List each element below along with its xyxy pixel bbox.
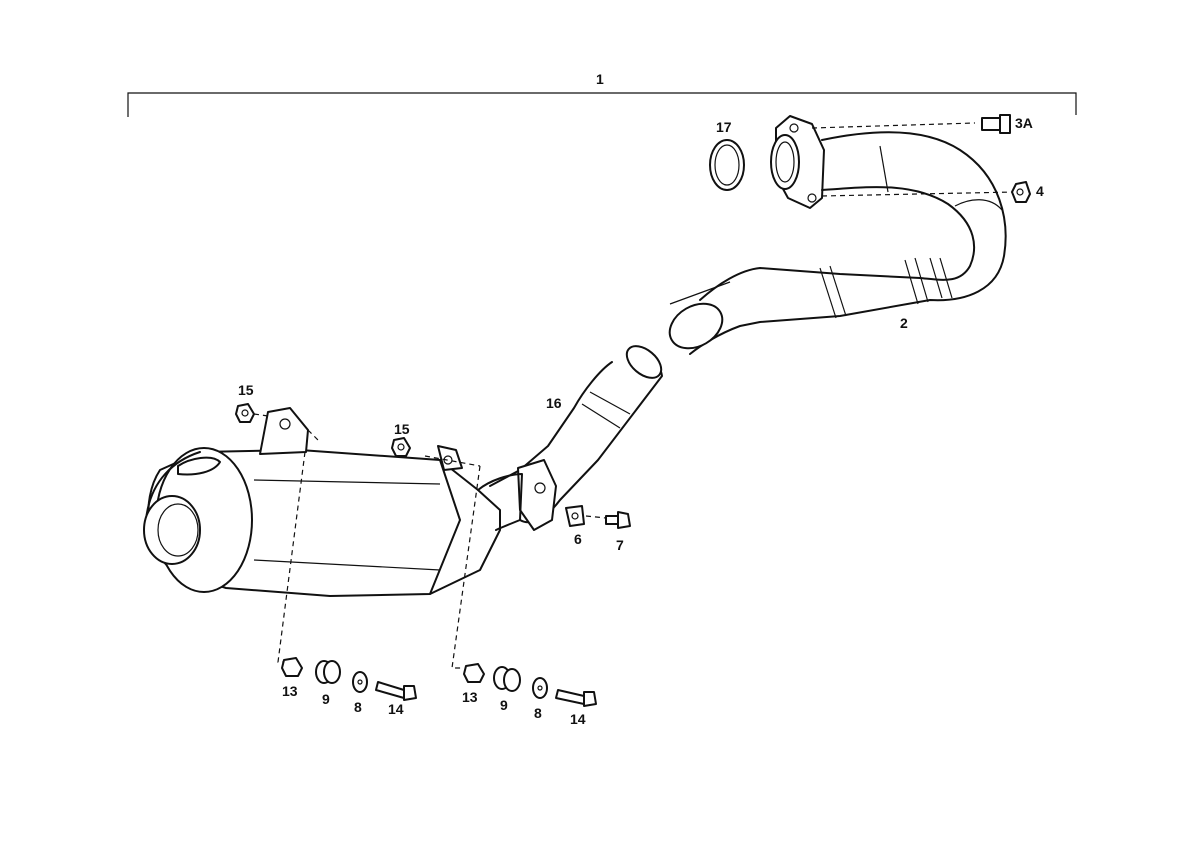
nut-15-left[interactable] <box>235 403 269 423</box>
label-grommet-right: 9 <box>500 697 508 713</box>
label-screw: 7 <box>616 537 624 553</box>
label-nut-muffler-left: 15 <box>238 382 254 398</box>
washer-8-left[interactable] <box>352 671 368 693</box>
label-spacer-left: 13 <box>282 683 298 699</box>
label-nut-muffler-right: 15 <box>394 421 410 437</box>
label-gasket: 17 <box>716 119 732 135</box>
spacer-13-right[interactable] <box>463 663 485 683</box>
clip-6[interactable] <box>565 505 585 527</box>
muffler[interactable] <box>143 407 523 669</box>
gasket-17[interactable] <box>709 139 745 191</box>
label-mid-pipe: 16 <box>546 395 562 411</box>
nut-15-right[interactable] <box>391 437 411 457</box>
washer-8-right[interactable] <box>532 677 548 699</box>
nut-4[interactable] <box>1011 181 1031 203</box>
label-grommet-left: 9 <box>322 691 330 707</box>
label-spacer-right: 13 <box>462 689 478 705</box>
label-washer-right: 8 <box>534 705 542 721</box>
spacer-13-left[interactable] <box>281 657 303 677</box>
label-washer-left: 8 <box>354 699 362 715</box>
label-bolt-top: 3A <box>1015 115 1033 131</box>
screw-7[interactable] <box>585 511 631 529</box>
mid-pipe-16[interactable] <box>489 340 667 531</box>
bolt-14-right[interactable] <box>555 689 597 707</box>
bolt-14-left[interactable] <box>375 681 417 701</box>
bolt-3A[interactable] <box>981 114 1011 134</box>
label-header-pipe: 2 <box>900 315 908 331</box>
label-assembly: 1 <box>596 71 604 87</box>
header-pipe-2[interactable] <box>662 115 1016 357</box>
grommet-9-right[interactable] <box>493 666 521 692</box>
label-bolt-right: 14 <box>570 711 586 727</box>
label-bolt-left: 14 <box>388 701 404 717</box>
label-nut-top: 4 <box>1036 183 1044 199</box>
label-clip: 6 <box>574 531 582 547</box>
assembly-bracket <box>127 92 1077 117</box>
grommet-9-left[interactable] <box>315 660 341 684</box>
